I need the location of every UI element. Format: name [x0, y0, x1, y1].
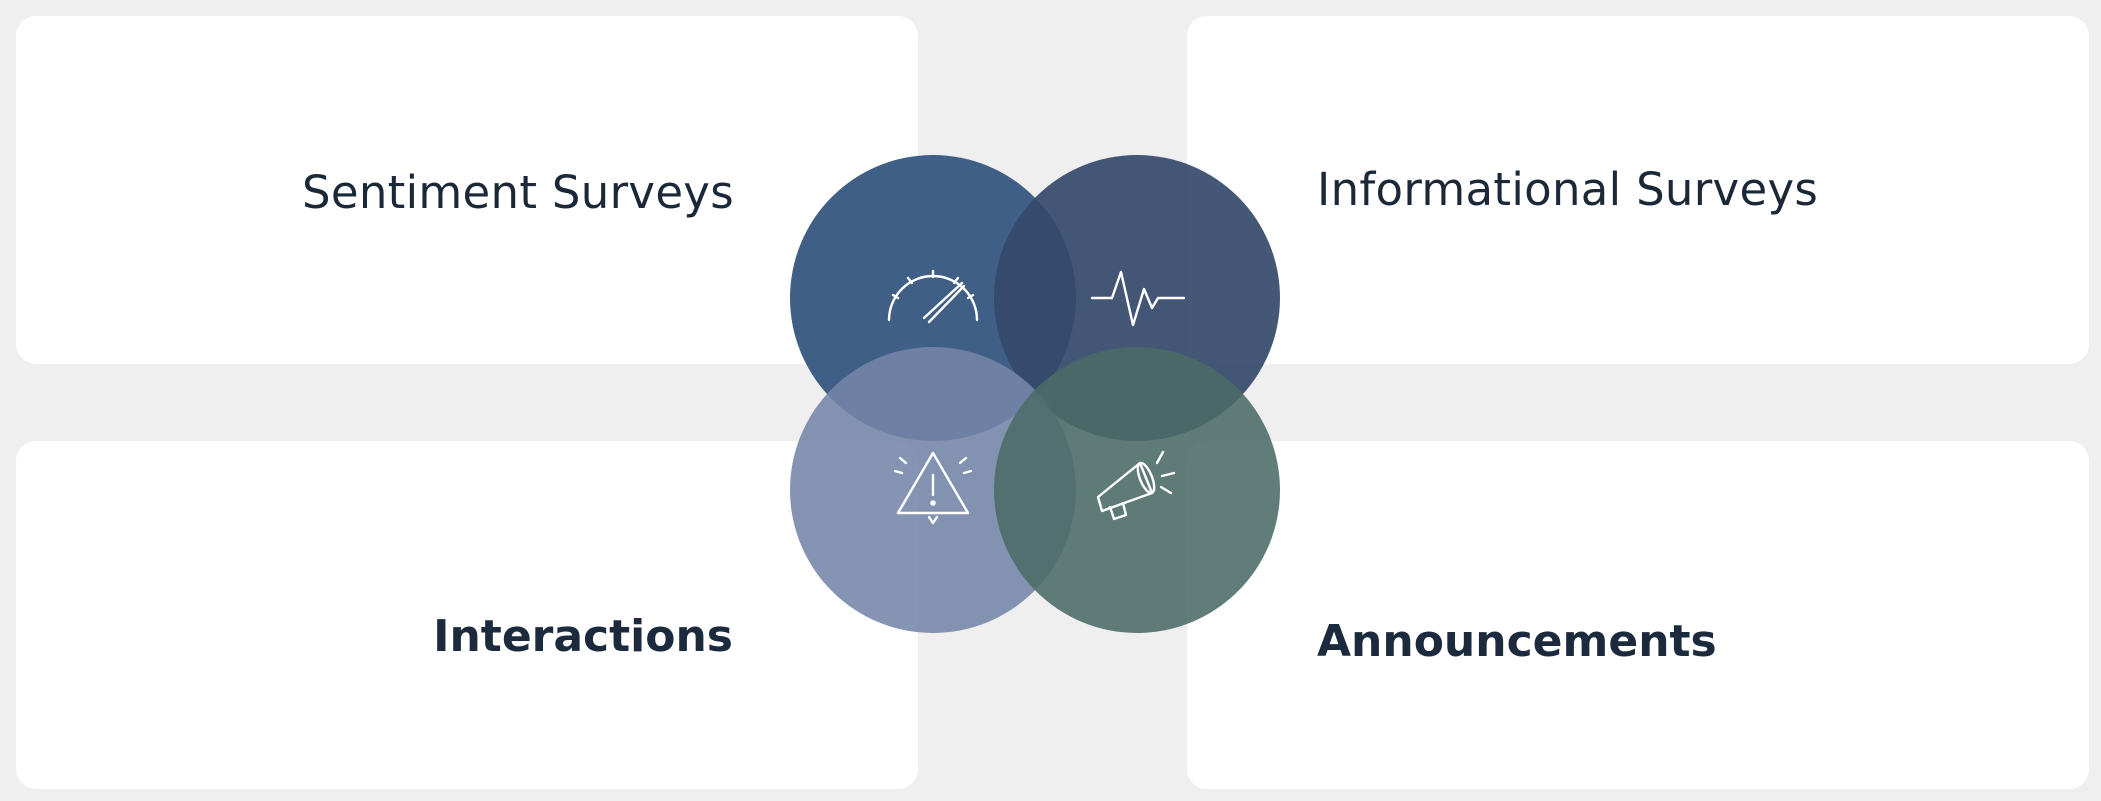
announcements-circle — [994, 347, 1280, 633]
informational-surveys-card — [1187, 16, 2089, 364]
speedometer-icon — [887, 269, 979, 324]
interactions-card — [16, 441, 918, 789]
announcements-label: Announcements — [1317, 616, 1717, 667]
pulse-icon — [1090, 270, 1186, 327]
sentiment-surveys-card — [16, 16, 918, 364]
interactions-label: Interactions — [433, 611, 733, 662]
megaphone-icon — [1096, 450, 1176, 521]
warning-triangle-icon — [893, 451, 973, 525]
venn-diagram — [780, 145, 1290, 635]
announcements-card — [1187, 441, 2089, 789]
informational-surveys-label: Informational Surveys — [1317, 163, 1819, 216]
sentiment-surveys-label: Sentiment Surveys — [302, 166, 734, 219]
